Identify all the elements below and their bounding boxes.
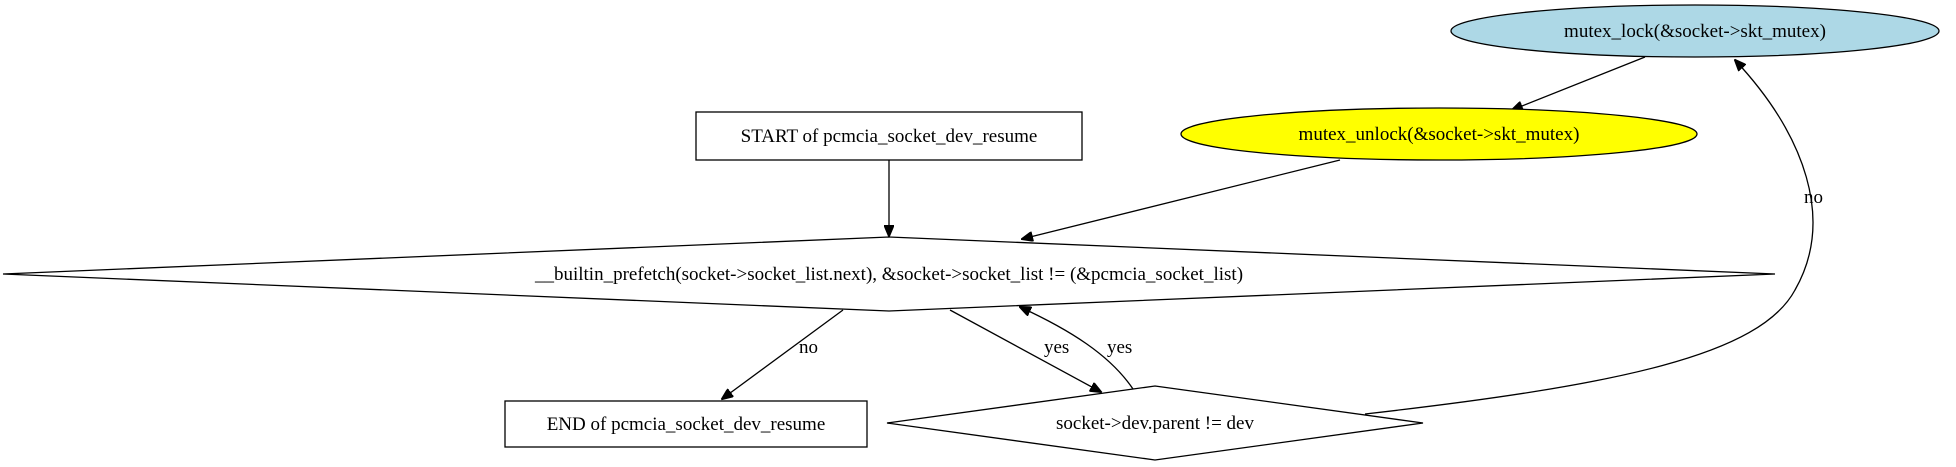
node-loop-condition-label: __builtin_prefetch(socket->socket_list.n… [534, 264, 1243, 285]
edge-lock-to-unlock [1512, 56, 1646, 110]
node-mutex-unlock: mutex_unlock(&socket->skt_mutex) [1180, 107, 1698, 161]
node-mutex-lock-label: mutex_lock(&socket->skt_mutex) [1564, 21, 1826, 42]
node-end: END of pcmcia_socket_dev_resume [504, 400, 868, 448]
edge-label-loop-to-check: yes [1044, 337, 1069, 358]
node-parent-check-shape [886, 385, 1424, 461]
node-mutex-unlock-label: mutex_unlock(&socket->skt_mutex) [1299, 124, 1580, 145]
node-end-shape [504, 400, 868, 448]
edge-check-to-loop: yes [1020, 307, 1134, 390]
node-mutex-unlock-shape [1180, 107, 1698, 161]
node-start: START of pcmcia_socket_dev_resume [695, 111, 1083, 161]
node-loop-condition-shape [2, 236, 1776, 312]
edge-label-check-to-lock: no [1804, 187, 1823, 208]
edge-label-check-to-loop: yes [1107, 337, 1132, 358]
node-end-label: END of pcmcia_socket_dev_resume [547, 414, 826, 435]
edge-check-to-lock: no [1364, 60, 1823, 415]
node-parent-check: socket->dev.parent != dev [886, 385, 1424, 461]
node-start-shape [695, 111, 1083, 161]
edge-unlock-to-loop [1022, 159, 1341, 239]
edge-loop-to-check: yes [949, 309, 1101, 392]
node-start-label: START of pcmcia_socket_dev_resume [741, 126, 1038, 147]
edge-loop-to-end: no [722, 309, 844, 399]
node-loop-condition: __builtin_prefetch(socket->socket_list.n… [2, 236, 1776, 312]
node-mutex-lock: mutex_lock(&socket->skt_mutex) [1450, 4, 1940, 58]
node-mutex-lock-shape [1450, 4, 1940, 58]
node-parent-check-label: socket->dev.parent != dev [1056, 413, 1254, 434]
edge-label-loop-to-end: no [799, 337, 818, 358]
